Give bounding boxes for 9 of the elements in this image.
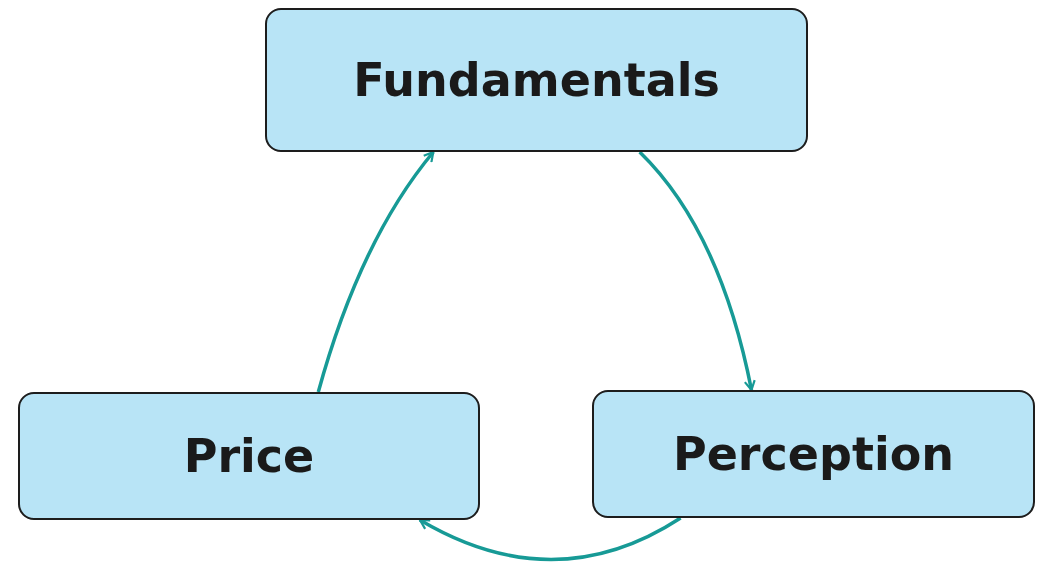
box-label: Perception	[672, 427, 955, 481]
process-box	[265, 8, 808, 152]
curved-arrow	[418, 516, 682, 562]
process-box	[592, 390, 1035, 518]
curved-arrow	[638, 150, 756, 392]
box-label: Price	[183, 429, 315, 483]
curved-arrow	[316, 150, 435, 393]
process-box	[18, 392, 480, 520]
box-label: Fundamentals	[353, 53, 720, 107]
